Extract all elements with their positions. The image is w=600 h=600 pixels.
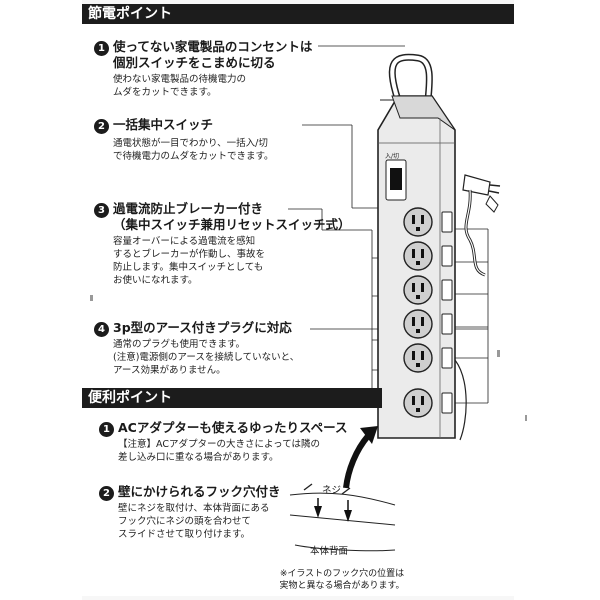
curved-arrow-icon [343,426,378,489]
point-number: 1 [94,41,109,56]
point-desc: 通電状態が一目でわかり、一括入/切 [113,138,268,149]
plug-icon [462,174,501,277]
main-switch-icon [385,159,407,201]
point-title: ACアダプターも使えるゆったりスペース [118,420,348,435]
outlet-5 [403,343,433,373]
outlet-2 [403,241,433,271]
point-title: （集中スイッチ兼用リセットスイッチ式） [113,217,351,232]
point-desc: アース効果がありません。 [113,365,226,376]
outlets [403,207,433,418]
switch-label: 入/切 [385,153,400,160]
footnote: 実物と異なる場合があります。 [279,581,405,591]
point-title: 個別スイッチをこまめに切る [113,55,276,70]
screw-label: ネジ [322,485,342,496]
point-desc: 容量オーバーによる過電流を感知 [113,236,256,247]
screw-hole-icon [344,510,352,522]
left-frame [0,0,82,600]
footnote: ※イラストのフック穴の位置は [279,569,405,579]
back-panel-label: 本体背面 [310,546,349,557]
point-number: 2 [99,486,114,501]
point-desc: 【注意】ACアダプターの大きさによっては隣の [118,439,321,450]
back-panel-illustration [289,483,396,552]
frame-markers [90,295,527,421]
outlet-3 [403,275,433,305]
point-title: 3p型のアース付きプラグに対応 [113,320,292,335]
point-desc: 使わない家電製品の待機電力の [113,74,247,85]
point-number: 1 [99,422,114,437]
point-desc: フック穴にネジの頭を合わせて [118,516,252,527]
point-desc: するとブレーカーが作動し、事故を [113,249,266,260]
point-title: 過電流防止ブレーカー付き [113,201,264,216]
individual-switches [441,211,453,414]
point-number: 3 [94,203,109,218]
point-desc: で待機電力のムダをカットできます。 [113,151,274,162]
outlet-1 [403,207,433,237]
leader-lines [288,45,489,404]
point-title: 一括集中スイッチ [113,117,214,132]
power-cord [380,53,433,102]
point-desc: 差し込み口に重なる場合があります。 [118,452,279,463]
outlet-4 [403,309,433,339]
point-desc: 壁にネジを取付け、本体背面にある [118,503,270,514]
outlet-6 [403,388,433,418]
point-desc: (注意)電源側のアースを接続していないと、 [113,352,300,363]
section-header-energy-saving: 節電ポイント [82,4,514,24]
right-frame [514,0,600,600]
point-desc: スライドさせて取り付けます。 [118,529,251,540]
point-number: 4 [94,322,109,337]
point-number: 2 [94,119,109,134]
point-desc: お使いになれます。 [113,275,198,286]
point-desc: 防止します。集中スイッチとしても [113,262,264,273]
point-title: 壁にかけられるフック穴付き [118,484,281,499]
section-header-convenience: 便利ポイント [82,388,382,408]
cord-bottom [454,359,467,441]
point-desc: 通常のプラグも使用できます。 [113,339,246,350]
point-title: 使ってない家電製品のコンセントは [113,39,313,54]
point-desc: ムダをカットできます。 [113,87,217,98]
screw-hole-icon [314,506,322,518]
